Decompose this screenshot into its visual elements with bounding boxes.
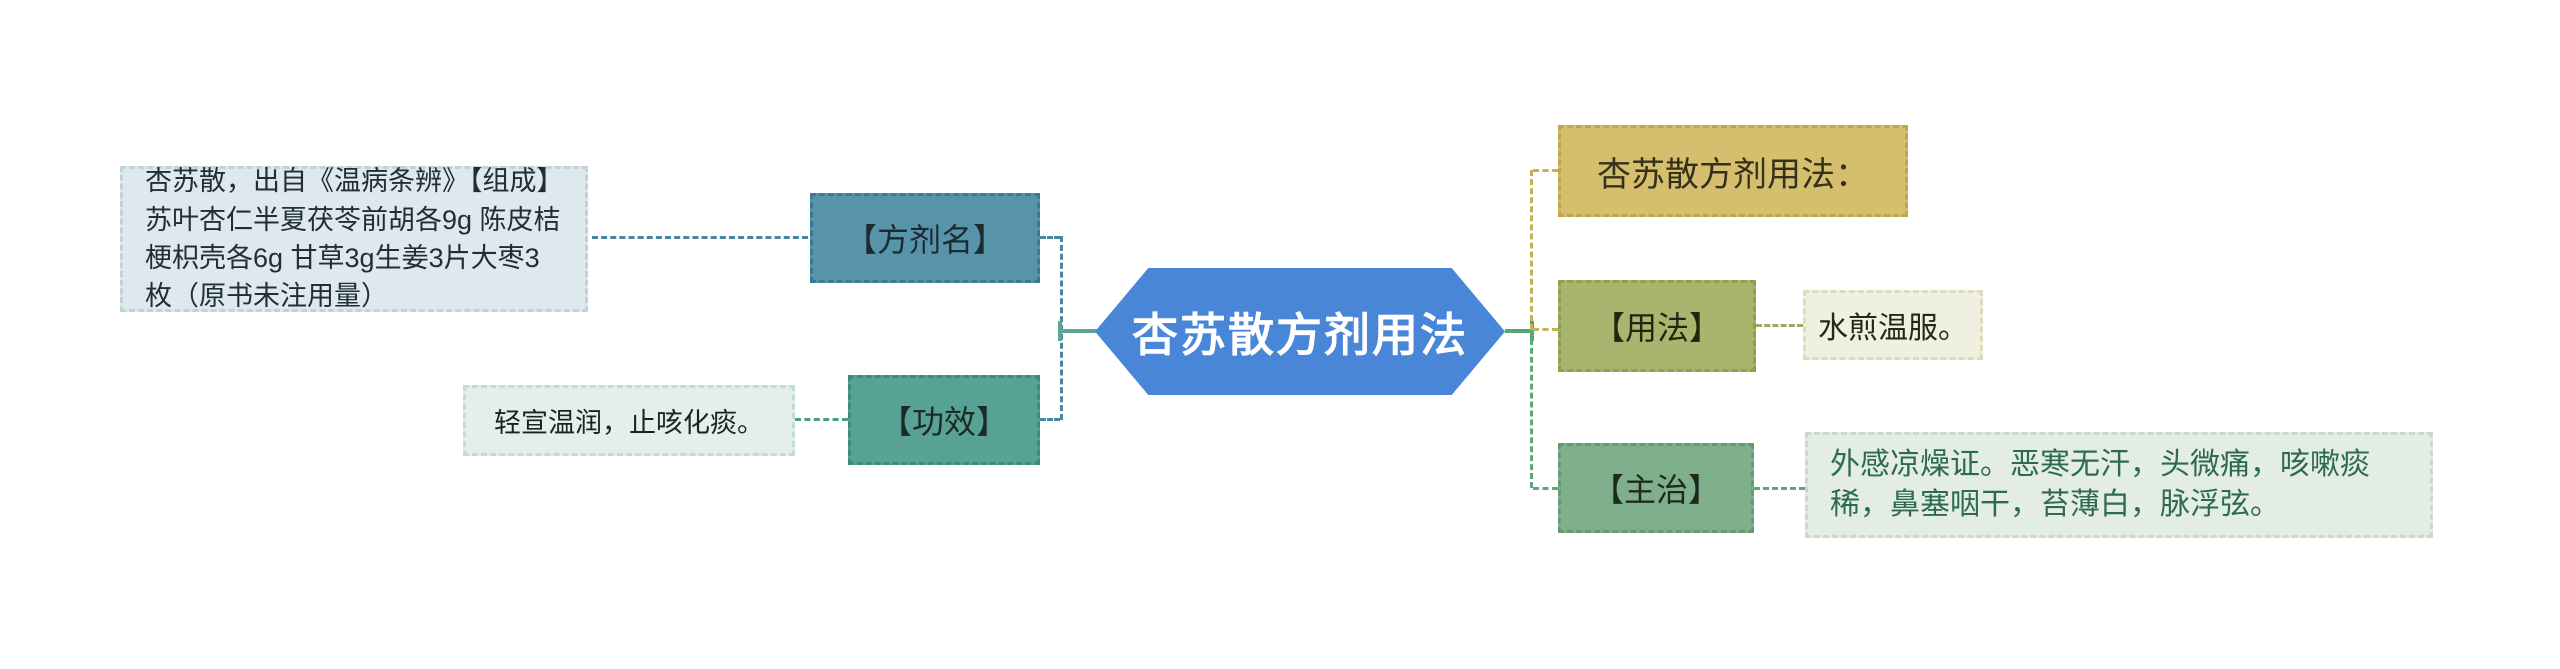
root-node[interactable]: 杏苏散方剂用法 [1095,268,1505,395]
connector-effect-text-to-effect [795,418,848,421]
composition-text: 杏苏散，出自《温病条辨》【组成】苏叶杏仁半夏茯苓前胡各9g 陈皮桔梗枳壳各6g … [145,166,561,312]
connector-bus-to-header [1533,169,1558,172]
usage-node[interactable]: 【用法】 [1558,280,1756,372]
effect-text-box[interactable]: 轻宣温润，止咳化痰。 [463,385,795,456]
connector-formula-name-to-bus [1040,236,1060,239]
connector-usage-to-usage-text [1756,324,1803,327]
root-label: 杏苏散方剂用法 [1132,308,1468,361]
formula-name-node[interactable]: 【方剂名】 [810,193,1040,283]
connector-left-solid [1060,329,1098,333]
connector-composition-to-formula-name [592,236,808,239]
usage-text-box[interactable]: 水煎温服。 [1803,290,1983,360]
connector-effect-to-bus [1040,418,1060,421]
connector-indication-to-indication-text [1754,487,1805,490]
effect-node[interactable]: 【功效】 [848,375,1040,465]
formula-name-label: 【方剂名】 [844,222,1005,258]
indication-text-box[interactable]: 外感凉燥证。恶寒无汗，头微痛，咳嗽痰稀，鼻塞咽干，苔薄白，脉浮弦。 [1805,432,2433,538]
connector-right-bus-lower [1530,330,1533,488]
connector-right-solid [1505,329,1532,333]
usage-header-node[interactable]: 杏苏散方剂用法： [1558,125,1908,217]
indication-label: 【主治】 [1591,472,1720,508]
indication-text: 外感凉燥证。恶寒无汗，头微痛，咳嗽痰稀，鼻塞咽干，苔薄白，脉浮弦。 [1830,447,2370,522]
usage-text: 水煎温服。 [1818,312,1968,345]
effect-label: 【功效】 [879,404,1008,440]
usage-header-label: 杏苏散方剂用法： [1597,155,1869,194]
indication-node[interactable]: 【主治】 [1558,443,1754,533]
effect-text: 轻宣温润，止咳化痰。 [494,408,764,438]
connector-bus-to-usage [1533,328,1558,331]
usage-label: 【用法】 [1592,310,1721,346]
connector-bus-to-indication [1533,487,1558,490]
connector-right-bus-upper [1530,170,1533,330]
composition-text-box[interactable]: 杏苏散，出自《温病条辨》【组成】苏叶杏仁半夏茯苓前胡各9g 陈皮桔梗枳壳各6g … [120,166,588,312]
